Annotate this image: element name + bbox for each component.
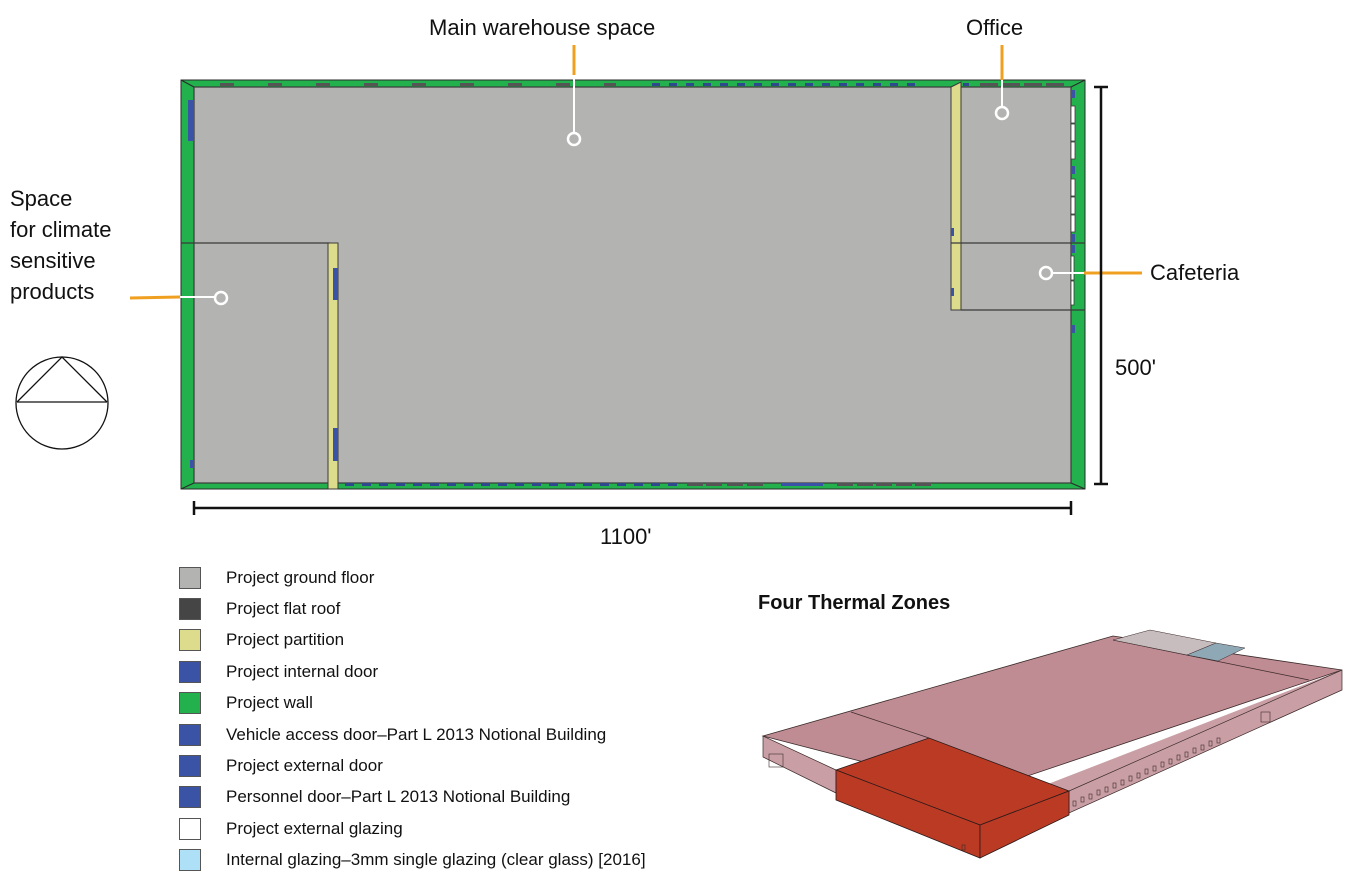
swatch-flat-roof <box>179 598 201 621</box>
legend-label: Project external door <box>226 756 383 776</box>
legend-item: Project wall <box>179 688 646 719</box>
cafeteria-label: Cafeteria <box>1150 260 1240 285</box>
climate-label-line-1: Space <box>10 186 73 211</box>
external-door <box>188 100 194 141</box>
swatch-external-glazing <box>179 817 201 840</box>
north-arrow-icon <box>15 356 109 450</box>
legend-item: Project flat roof <box>179 593 646 624</box>
legend-label: Project external glazing <box>226 818 403 838</box>
main-warehouse-marker <box>566 131 582 147</box>
office-marker <box>994 105 1010 121</box>
legend-label: Project flat roof <box>226 599 341 619</box>
swatch-external-door <box>179 755 201 778</box>
legend-item: Project partition <box>179 625 646 656</box>
height-dimension-label: 500' <box>1115 355 1156 380</box>
top-wall-openings <box>220 83 616 86</box>
swatch-ground-floor <box>179 566 201 589</box>
thermal-zones-title: Four Thermal Zones <box>758 592 951 614</box>
cafeteria-marker <box>1038 265 1054 281</box>
bottom-wall-dock-doors <box>345 483 677 486</box>
swatch-internal-door <box>179 660 201 683</box>
legend-item: Project external door <box>179 750 646 781</box>
swatch-partition <box>179 629 201 652</box>
main-warehouse-label: Main warehouse space <box>429 15 656 40</box>
ground-floor <box>193 86 1072 484</box>
legend-item: Project ground floor <box>179 562 646 593</box>
legend-label: Project ground floor <box>226 567 375 587</box>
climate-space-marker <box>213 290 229 306</box>
legend-label: Internal glazing–3mm single glazing (cle… <box>226 850 646 870</box>
partition-office <box>950 81 962 311</box>
partition-climate <box>327 242 339 490</box>
legend-item: Personnel door–Part L 2013 Notional Buil… <box>179 782 646 813</box>
swatch-personnel-door <box>179 786 201 809</box>
swatch-internal-glazing <box>179 849 201 872</box>
thermal-zones-3d-model <box>761 629 1343 859</box>
climate-space-label: Space for climate sensitive products <box>10 183 111 307</box>
climate-label-line-2: for climate <box>10 217 112 242</box>
width-dimension-label: 1100' <box>600 524 652 549</box>
external-glazing <box>1070 105 1076 306</box>
office-label: Office <box>966 15 1024 40</box>
legend: Project ground floor Project flat roof P… <box>179 562 646 876</box>
top-wall-dock-doors <box>652 83 969 86</box>
swatch-vehicle-door <box>179 723 201 746</box>
legend-item: Vehicle access door–Part L 2013 Notional… <box>179 719 646 750</box>
climate-label-line-4: products <box>10 279 95 304</box>
legend-item: Internal glazing–3mm single glazing (cle… <box>179 845 646 876</box>
legend-label: Project internal door <box>226 661 379 681</box>
swatch-wall <box>179 692 201 715</box>
internal-door <box>333 268 338 300</box>
legend-item: Project external glazing <box>179 813 646 844</box>
vehicle-access-door <box>781 483 823 486</box>
climate-label-line-3: sensitive <box>10 248 96 273</box>
legend-label: Project partition <box>226 630 345 650</box>
legend-label: Vehicle access door–Part L 2013 Notional… <box>226 724 607 744</box>
legend-item: Project internal door <box>179 656 646 687</box>
legend-label: Project wall <box>226 693 313 713</box>
legend-label: Personnel door–Part L 2013 Notional Buil… <box>226 787 571 807</box>
